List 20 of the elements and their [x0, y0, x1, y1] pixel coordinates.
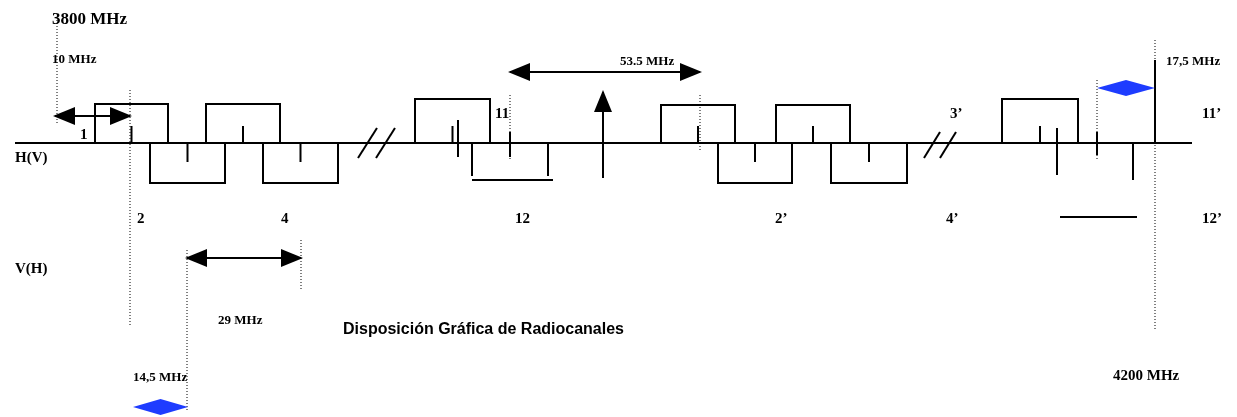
channel-number: 11’ [1202, 106, 1222, 121]
frequency-label: 14,5 MHz [133, 370, 188, 383]
frequency-label: 10 MHz [52, 52, 97, 65]
frequency-label: 29 MHz [218, 313, 263, 326]
channel-number: 1 [80, 127, 88, 142]
frequency-label: 53.5 MHz [620, 54, 675, 67]
polarization-label: V(H) [15, 261, 48, 276]
channel-number: 4 [281, 211, 289, 226]
channel-number: 4’ [946, 211, 959, 226]
caption: Disposición Gráfica de Radiocanales [343, 321, 624, 337]
channel-number: 2’ [775, 211, 788, 226]
channel-number: 12 [515, 211, 530, 226]
frequency-label: 3800 MHz [52, 10, 128, 27]
frequency-label: 17,5 MHz [1166, 54, 1221, 67]
channel-number: 11 [495, 106, 510, 121]
channel-number: 2 [137, 211, 145, 226]
frequency-label: 4200 MHz [1113, 368, 1180, 383]
channel-number: 12’ [1202, 211, 1222, 226]
polarization-label: H(V) [15, 150, 48, 165]
channel-number: 3’ [950, 106, 963, 121]
